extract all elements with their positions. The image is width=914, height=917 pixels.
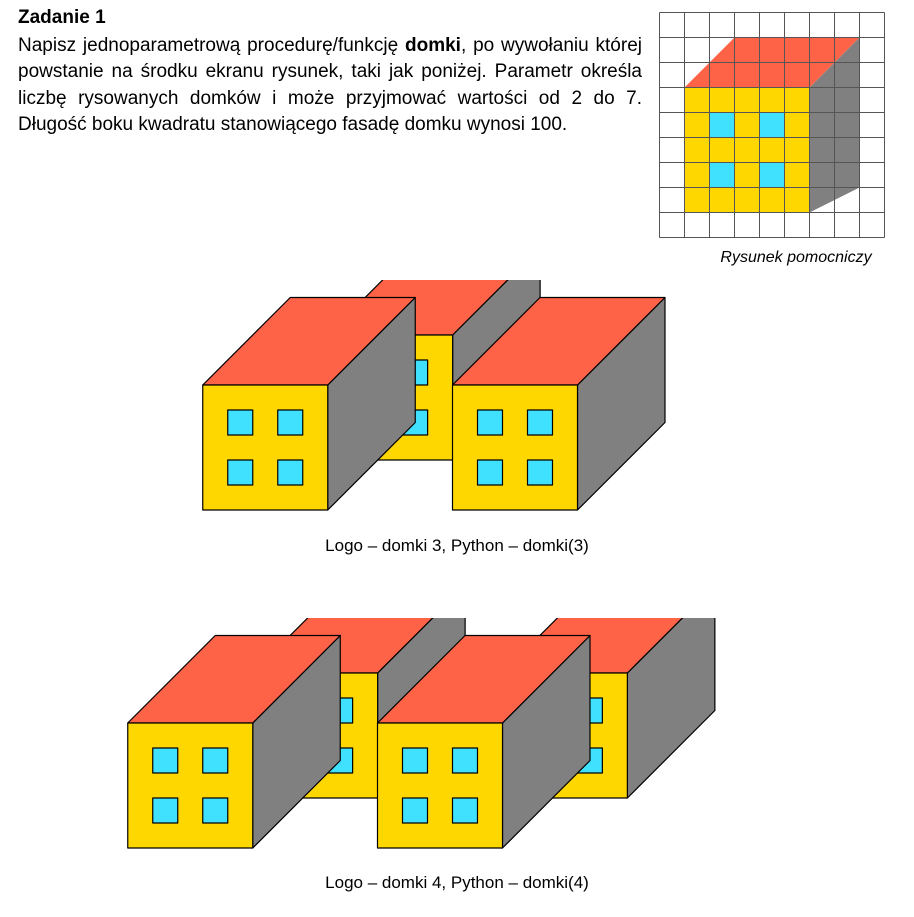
house-window bbox=[152, 797, 179, 824]
house-window bbox=[451, 747, 479, 774]
helper-window bbox=[709, 162, 735, 188]
helper-grid bbox=[659, 12, 885, 238]
house-facade bbox=[376, 722, 504, 849]
task-text-after: , po wywołaniu której powstanie na środk… bbox=[18, 35, 642, 135]
house-window bbox=[476, 459, 504, 486]
house-facade bbox=[451, 384, 579, 511]
task-text-before: Napisz jednoparametrową procedurę/funkcj… bbox=[18, 35, 405, 56]
helper-window bbox=[709, 112, 735, 138]
house-window bbox=[202, 797, 229, 824]
house-4-1 bbox=[127, 634, 341, 849]
helper-window bbox=[759, 162, 785, 188]
house-window bbox=[401, 747, 429, 774]
house-window bbox=[401, 797, 429, 824]
house-window bbox=[277, 459, 304, 486]
house-window bbox=[152, 747, 179, 774]
house-window bbox=[451, 797, 479, 824]
house-3-3 bbox=[451, 296, 666, 511]
task-description: Napisz jednoparametrową procedurę/funkcj… bbox=[18, 33, 642, 138]
house-3-1 bbox=[202, 296, 416, 511]
house-window bbox=[227, 409, 254, 436]
helper-caption: Rysunek pomocniczy bbox=[720, 249, 872, 266]
house-window bbox=[277, 409, 304, 436]
helper-grid-drawing bbox=[659, 12, 885, 238]
house-facade bbox=[202, 384, 329, 511]
helper-house bbox=[684, 37, 860, 213]
house-window bbox=[526, 459, 554, 486]
house-facade bbox=[127, 722, 254, 849]
task-title: Zadanie 1 bbox=[18, 7, 106, 28]
house-window bbox=[476, 409, 504, 436]
house-window bbox=[227, 459, 254, 486]
houses-drawing-3 bbox=[202, 280, 666, 511]
house-window bbox=[526, 409, 554, 436]
houses-drawing-4 bbox=[127, 618, 716, 849]
example-caption-4: Logo – domki 4, Python – domki(4) bbox=[325, 873, 589, 892]
procedure-name: domki bbox=[405, 35, 461, 56]
house-window bbox=[202, 747, 229, 774]
example-caption-3: Logo – domki 3, Python – domki(3) bbox=[325, 536, 589, 555]
helper-window bbox=[759, 112, 785, 138]
house-4-3 bbox=[376, 634, 591, 849]
helper-facade bbox=[684, 87, 810, 213]
